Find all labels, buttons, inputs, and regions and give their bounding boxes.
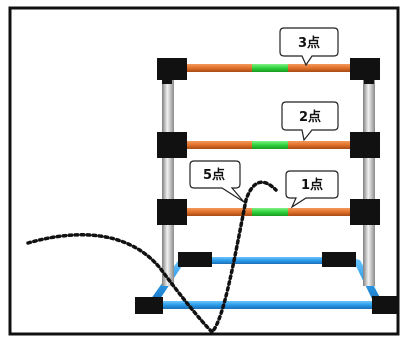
right-pole [363,76,375,286]
middle-bar-center [252,141,288,149]
callout-top-text: 3点 [298,35,320,51]
callout-middle-text: 2点 [299,109,321,125]
callout-bottom-text: 1点 [301,177,323,193]
base-front-rail [150,301,385,309]
middle-bar-left [184,141,252,149]
ball-trajectory [26,180,278,335]
top-bar-center [252,64,288,72]
base-joint-front-right [372,296,398,314]
top-joints [157,58,380,84]
bottom-bar-right [288,208,354,216]
callout-left: 5点 [189,160,245,203]
top-bar-right [288,64,354,72]
base-joint-back-right [322,252,356,267]
middle-bar-right [288,141,354,149]
bottom-joints [157,199,380,225]
callout-middle: 2点 [281,101,339,142]
bottom-bar-center [252,208,288,216]
middle-joints [157,132,380,158]
base-back-rail [185,257,355,264]
callout-top: 3点 [279,27,339,67]
base-joint-back-left [178,252,212,267]
top-bar-left [184,64,252,72]
left-pole [162,76,174,286]
base-joint-front-left [135,297,163,314]
callout-bottom: 1点 [285,170,339,209]
callout-left-text: 5点 [203,167,225,183]
bottom-bar-left [184,208,252,216]
